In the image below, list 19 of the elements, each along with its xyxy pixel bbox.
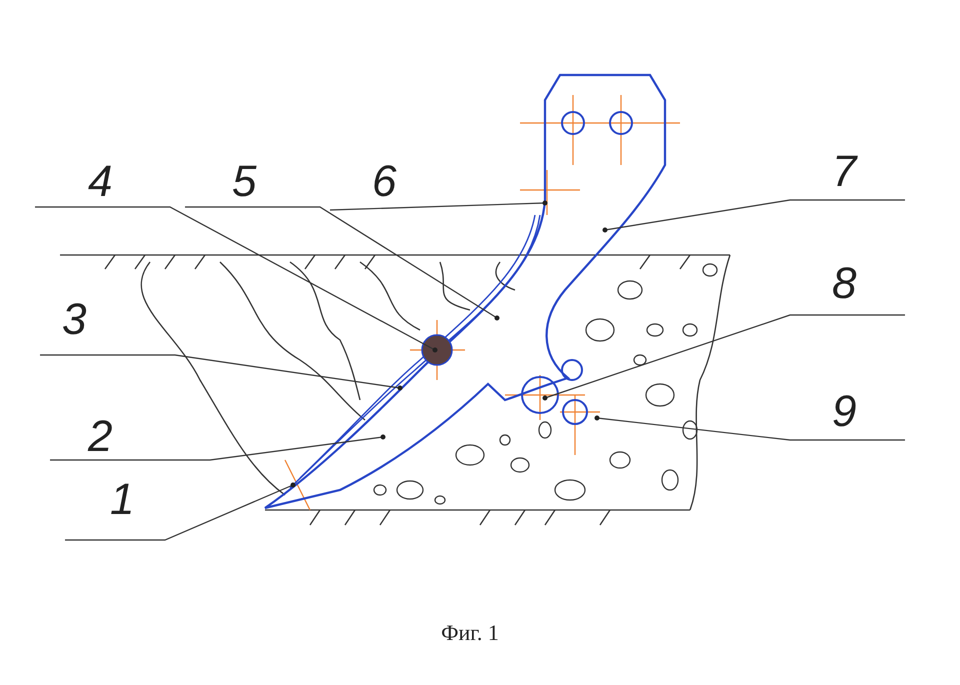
leader-line: [602, 199, 905, 232]
callout-number: 6: [372, 160, 396, 204]
leader-line: [65, 482, 296, 541]
leader-line: [542, 314, 905, 400]
callout-number: 1: [110, 478, 134, 522]
callout-number: 9: [832, 390, 856, 434]
callout-number: 5: [232, 160, 256, 204]
callout-number: 3: [62, 298, 86, 342]
callout-number: 7: [832, 150, 856, 194]
leader-line: [50, 434, 386, 461]
callout-number: 8: [832, 262, 856, 306]
figure-caption: Фиг. 1: [440, 620, 500, 646]
callout-number: 4: [88, 160, 112, 204]
leader-line: [594, 416, 905, 441]
leader-line: [185, 206, 500, 320]
leader-line: [35, 206, 438, 352]
leader-line: [40, 354, 402, 390]
leader-line: [330, 200, 548, 211]
callout-number: 2: [88, 415, 112, 459]
